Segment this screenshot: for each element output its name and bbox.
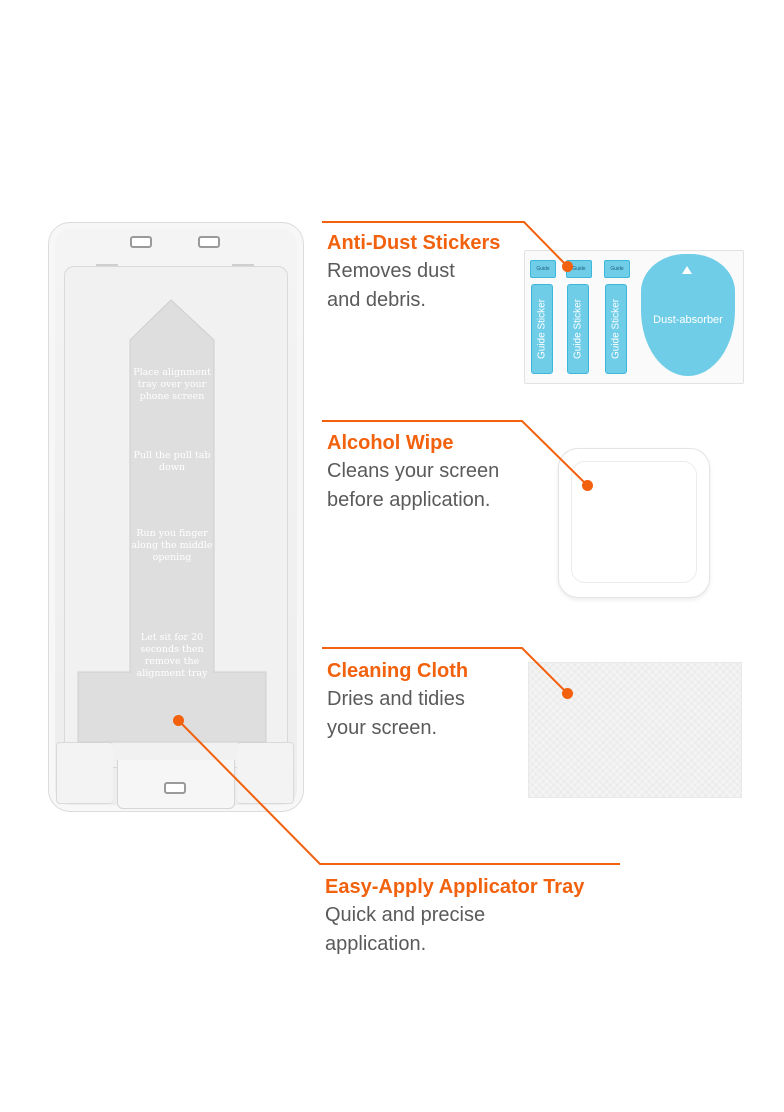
cleaning-cloth [528, 662, 742, 798]
tray-slot-bottom [164, 782, 186, 794]
alcohol-wipe-packet [558, 448, 710, 598]
tray-foot-left [56, 742, 113, 804]
alcohol-wipe-desc-line1: Cleans your screen [327, 460, 500, 482]
cleaning-cloth-title: Cleaning Cloth [327, 660, 469, 682]
callout-dot-cleaning-cloth [561, 687, 573, 699]
callout-dot-alcohol-wipe [581, 479, 593, 491]
tray-step-1: Place alignment tray over your phone scr… [133, 367, 211, 402]
strip-label: Guide Sticker [572, 298, 584, 360]
callout-dot-applicator-tray [172, 714, 184, 726]
applicator-tray-desc-line2: application. [325, 933, 427, 955]
anti-dust-desc-line1: Removes dust [327, 260, 455, 282]
guide-sticker-strip: Guide Sticker [531, 284, 553, 374]
applicator-tray-desc-line1: Quick and precise [325, 904, 486, 926]
tray-step-3: Run you finger along the middle opening [131, 528, 213, 563]
tray-notch-left [96, 264, 118, 274]
tray-slot-left [130, 236, 152, 248]
strip-label: Guide Sticker [536, 298, 548, 360]
tray-inner-well [64, 266, 288, 768]
triangle-icon [682, 266, 692, 274]
tray-notch-right [232, 264, 254, 274]
applicator-tray-title: Easy-Apply Applicator Tray [325, 876, 585, 898]
small-guide-sticker: Guide Sticker [530, 260, 556, 278]
strip-label: Guide Sticker [610, 298, 622, 360]
alcohol-wipe-title: Alcohol Wipe [327, 432, 454, 454]
tray-step-2: Pull the pull tab down [133, 450, 211, 473]
wipe-packet-seal [571, 461, 697, 583]
tray-step-4: Let sit for 20 seconds then remove the a… [136, 632, 208, 679]
dust-absorber-sticker: Dust-absorber [641, 254, 735, 376]
guide-sticker-strip: Guide Sticker [567, 284, 589, 374]
guide-sticker-strip: Guide Sticker [605, 284, 627, 374]
tray-slot-right [198, 236, 220, 248]
cleaning-cloth-desc-line1: Dries and tidies [327, 688, 465, 710]
dust-absorber-label: Dust-absorber [653, 314, 723, 326]
alcohol-wipe-desc-line2: before application. [327, 489, 491, 511]
anti-dust-desc-line2: and debris. [327, 289, 426, 311]
cleaning-cloth-desc-line2: your screen. [327, 717, 438, 739]
anti-dust-title: Anti-Dust Stickers [327, 232, 501, 254]
callout-dot-anti-dust [561, 260, 573, 272]
small-guide-sticker: Guide Sticker [604, 260, 630, 278]
tray-foot-right [237, 742, 294, 804]
